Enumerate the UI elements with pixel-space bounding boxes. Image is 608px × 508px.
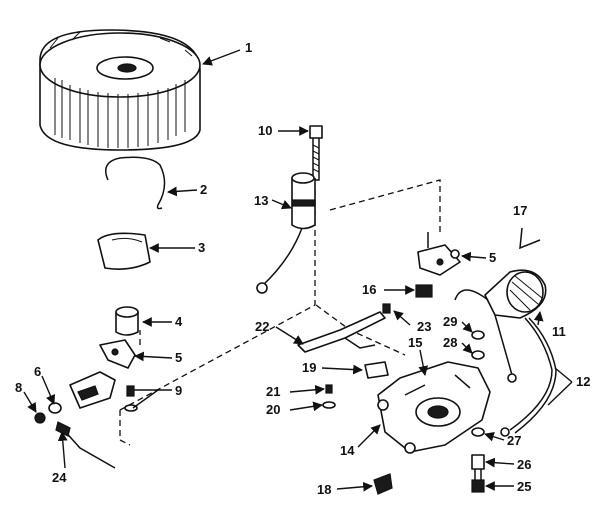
callout-23: 23 — [417, 319, 431, 334]
callout-2: 2 — [200, 182, 207, 197]
right-bracket — [417, 232, 461, 276]
callout-1: 1 — [245, 40, 252, 55]
callout-26: 26 — [517, 457, 531, 472]
bolt-10 — [309, 125, 323, 181]
callout-12: 12 — [576, 374, 590, 389]
fasteners-25-26-27 — [471, 427, 485, 493]
callout-16: 16 — [362, 282, 376, 297]
callout-17: 17 — [513, 203, 527, 218]
callout-28: 28 — [443, 335, 457, 350]
callout-labels: 1 2 3 4 5 6 8 9 24 10 13 5 11 12 16 17 2… — [15, 40, 590, 497]
callout-15: 15 — [408, 335, 422, 350]
callout-3: 3 — [198, 240, 205, 255]
spring-clip — [105, 156, 166, 210]
breaker-bracket — [69, 371, 116, 409]
lead-wires-12 — [500, 317, 557, 437]
air-vane — [97, 232, 151, 270]
callout-25: 25 — [517, 479, 531, 494]
condenser — [256, 172, 316, 294]
callout-19: 19 — [302, 360, 316, 375]
screw-21-washer-20 — [322, 384, 336, 409]
callout-leaders — [23, 49, 573, 492]
wire-17 — [519, 227, 541, 250]
arm-22 — [297, 311, 386, 353]
callout-5b: 5 — [489, 250, 496, 265]
left-bracket — [99, 339, 136, 369]
callout-27: 27 — [507, 433, 521, 448]
callout-10: 10 — [258, 123, 272, 138]
callout-6: 6 — [34, 364, 41, 379]
callout-29: 29 — [443, 314, 457, 329]
callout-9: 9 — [175, 383, 182, 398]
small-washers — [34, 402, 62, 424]
ignition-coil — [454, 269, 547, 383]
callout-21: 21 — [266, 384, 280, 399]
callout-13: 13 — [254, 193, 268, 208]
callout-22: 22 — [255, 319, 269, 334]
callout-8: 8 — [15, 380, 22, 395]
clip-16 — [415, 284, 433, 298]
contact-19 — [364, 361, 389, 379]
callout-11: 11 — [552, 324, 566, 339]
bushing — [115, 306, 139, 336]
callout-20: 20 — [266, 402, 280, 417]
flywheel — [39, 29, 201, 151]
callout-18: 18 — [317, 482, 331, 497]
callout-5a: 5 — [175, 350, 182, 365]
callout-14: 14 — [340, 443, 355, 458]
plug-18 — [373, 473, 393, 495]
magneto-housing — [377, 361, 491, 454]
screw-23 — [382, 303, 391, 314]
callout-4: 4 — [175, 314, 183, 329]
nuts-28-29 — [471, 330, 485, 360]
callout-24: 24 — [52, 470, 67, 485]
